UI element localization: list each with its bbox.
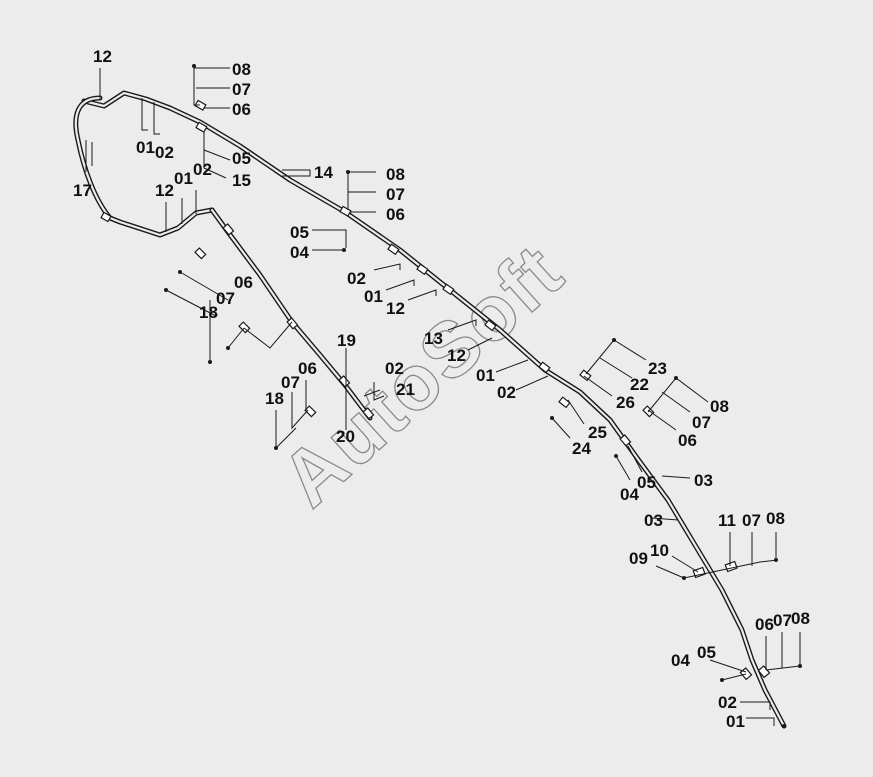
part-label-03: 03 xyxy=(694,471,713,490)
part-label-18: 18 xyxy=(199,303,218,322)
part-label-04: 04 xyxy=(671,651,690,670)
part-label-01: 01 xyxy=(476,366,495,385)
part-label-05: 05 xyxy=(232,149,251,168)
part-label-02: 02 xyxy=(385,359,404,378)
fittings xyxy=(100,99,771,681)
part-label-04: 04 xyxy=(620,485,639,504)
part-label-01: 01 xyxy=(174,169,193,188)
part-label-02: 02 xyxy=(497,383,516,402)
endpoint-dots xyxy=(164,64,802,728)
part-label-10: 10 xyxy=(650,541,669,560)
part-label-11: 11 xyxy=(718,511,736,530)
part-label-12: 12 xyxy=(155,181,174,200)
part-label-12: 12 xyxy=(447,346,466,365)
part-label-08: 08 xyxy=(232,60,251,79)
part-label-09: 09 xyxy=(629,549,648,568)
part-label-06: 06 xyxy=(298,359,317,378)
part-label-06: 06 xyxy=(755,615,774,634)
part-label-05: 05 xyxy=(697,643,716,662)
part-label-17: 17 xyxy=(73,181,92,200)
part-label-01: 01 xyxy=(136,138,155,157)
part-label-07: 07 xyxy=(742,511,761,530)
leader-lines xyxy=(85,66,801,726)
part-label-03: 03 xyxy=(644,511,663,530)
part-label-06: 06 xyxy=(386,205,405,224)
part-label-05: 05 xyxy=(290,223,309,242)
part-label-18: 18 xyxy=(265,389,284,408)
part-label-07: 07 xyxy=(216,289,235,308)
part-label-08: 08 xyxy=(710,397,729,416)
part-label-07: 07 xyxy=(773,611,792,630)
part-label-06: 06 xyxy=(234,273,253,292)
part-label-19: 19 xyxy=(337,331,356,350)
part-label-14: 14 xyxy=(314,163,333,182)
part-label-07: 07 xyxy=(281,373,300,392)
part-label-07: 07 xyxy=(232,80,251,99)
part-label-02: 02 xyxy=(193,160,212,179)
part-label-01: 01 xyxy=(726,712,745,731)
part-label-13: 13 xyxy=(424,329,443,348)
part-label-23: 23 xyxy=(648,359,667,378)
part-label-04: 04 xyxy=(290,243,309,262)
part-label-24: 24 xyxy=(572,439,591,458)
part-label-08: 08 xyxy=(791,609,810,628)
part-labels: 12 17 01 02 08 07 06 05 15 14 12 01 02 0… xyxy=(73,47,810,731)
part-label-07: 07 xyxy=(692,413,711,432)
part-label-02: 02 xyxy=(347,269,366,288)
part-label-08: 08 xyxy=(386,165,405,184)
part-label-22: 22 xyxy=(630,375,649,394)
part-label-02: 02 xyxy=(155,143,174,162)
part-label-02: 02 xyxy=(718,693,737,712)
part-label-05: 05 xyxy=(637,473,656,492)
part-label-06: 06 xyxy=(678,431,697,450)
part-label-01: 01 xyxy=(364,287,383,306)
part-label-25: 25 xyxy=(588,423,607,442)
part-label-20: 20 xyxy=(336,427,355,446)
part-label-07: 07 xyxy=(386,185,405,204)
part-label-12: 12 xyxy=(93,47,112,66)
part-label-26: 26 xyxy=(616,393,635,412)
part-label-21: 21 xyxy=(396,380,415,399)
part-label-08: 08 xyxy=(766,509,785,528)
part-label-06: 06 xyxy=(232,100,251,119)
part-label-15: 15 xyxy=(232,171,251,190)
part-label-12: 12 xyxy=(386,299,405,318)
